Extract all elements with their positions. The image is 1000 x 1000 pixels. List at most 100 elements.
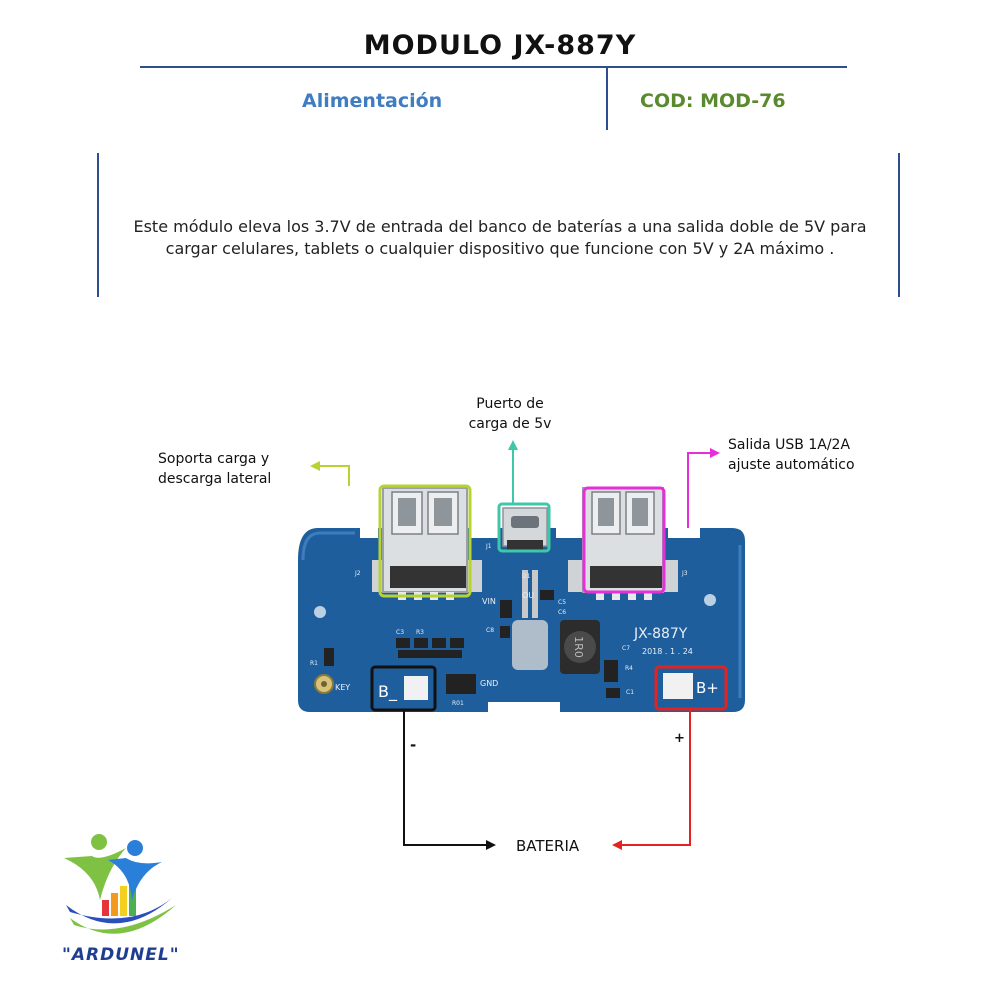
description-left-bar xyxy=(97,153,99,297)
logo-bar-3 xyxy=(120,886,127,916)
minus-sign: - xyxy=(410,736,416,754)
micro-usb-port xyxy=(502,507,548,550)
callout-charge-port-line2: carga de 5v xyxy=(468,416,552,432)
silk-d1: D1 xyxy=(522,573,531,580)
smd-part xyxy=(414,638,428,648)
pad xyxy=(612,592,620,600)
led-lead-1 xyxy=(522,570,528,618)
b-minus-label: B_ xyxy=(378,682,398,702)
silk-j2: J2 xyxy=(354,570,361,577)
callout-lateral-line2: descarga lateral xyxy=(158,471,272,487)
arrow-lateral xyxy=(318,465,350,486)
silk-r1: R1 xyxy=(310,660,318,667)
out-label: OU xyxy=(522,591,534,600)
battery-label: BATERIA xyxy=(516,837,580,855)
callout-arrows xyxy=(318,448,712,846)
logo-figure-green-head xyxy=(91,834,107,850)
micro-usb-opening xyxy=(511,516,539,528)
callout-lateral-line1: Soporta carga y xyxy=(158,451,270,467)
battery-pads: B_ B+ xyxy=(378,673,719,702)
silk-c1: C1 xyxy=(626,689,634,696)
highlight-charge-port xyxy=(497,502,551,553)
highlight-usb-output xyxy=(582,486,666,594)
silk-c3: C3 xyxy=(396,629,404,636)
logo-bar-2 xyxy=(111,893,118,916)
usb-port-left xyxy=(372,487,482,600)
product-code: COD: MOD-76 xyxy=(640,90,786,112)
smd-part xyxy=(324,648,334,666)
mount-hole-left xyxy=(314,606,326,618)
b-minus-pad xyxy=(404,676,428,700)
mount-hole-right xyxy=(704,594,716,606)
usb-right-tongue-1 xyxy=(598,498,614,526)
smd-part xyxy=(500,600,512,618)
header-separator xyxy=(606,68,608,130)
usb-left-pins xyxy=(390,566,466,588)
smd-part xyxy=(450,638,464,648)
logo-figure-blue-head xyxy=(127,840,143,856)
smd-components: 1R0 xyxy=(324,570,620,698)
arrowhead-battery-plus xyxy=(612,840,622,850)
usb-right-pins xyxy=(590,566,662,588)
gnd-label: GND xyxy=(480,679,498,688)
callout-usb-output-line1: Salida USB 1A/2A xyxy=(728,437,851,453)
pad xyxy=(628,592,636,600)
arrowhead-battery-minus xyxy=(486,840,496,850)
led-lens xyxy=(512,620,548,670)
smd-part xyxy=(604,660,618,682)
page-title: MODULO JX-887Y xyxy=(363,30,637,61)
silk-r3: R3 xyxy=(416,629,424,636)
silkscreen: JX-887Y 2018 . 1 . 24 KEY GND VIN OU J1 … xyxy=(310,543,693,707)
usb-left-tongue-1 xyxy=(398,498,416,526)
arrow-battery-minus xyxy=(403,710,488,846)
arrowhead-usb-output xyxy=(710,448,720,458)
b-plus-label: B+ xyxy=(696,679,719,697)
key-pad-center xyxy=(321,681,327,687)
micro-usb-pins xyxy=(507,540,543,550)
callout-charge-port-line1: Puerto de xyxy=(476,396,544,412)
logo-figure-green-body xyxy=(64,848,126,900)
smd-part xyxy=(446,674,476,694)
board-date: 2018 . 1 . 24 xyxy=(642,647,693,656)
silk-j1: J1 xyxy=(485,543,492,550)
callout-lateral: Soporta carga y descarga lateral xyxy=(158,449,271,489)
smd-part xyxy=(432,638,446,648)
arrowhead-charge-port xyxy=(508,440,518,450)
callout-usb-output: Salida USB 1A/2A ajuste automático xyxy=(728,435,855,475)
key-label: KEY xyxy=(335,683,350,692)
inductor-marking: 1R0 xyxy=(572,636,585,658)
plus-sign: + xyxy=(674,731,685,746)
vin-label: VIN xyxy=(482,597,496,606)
ardunel-logo: "ARDUNEL" xyxy=(62,834,180,965)
callout-usb-output-line2: ajuste automático xyxy=(728,457,855,473)
highlight-lateral-usb xyxy=(378,484,472,598)
category-label: Alimentación xyxy=(302,90,443,112)
b-plus-pad xyxy=(663,673,693,699)
logo-swoosh-green xyxy=(70,905,176,934)
title-underline xyxy=(140,66,847,68)
board-model: JX-887Y xyxy=(633,626,688,642)
arrow-battery-plus xyxy=(620,709,691,846)
pad xyxy=(644,592,652,600)
logo-swoosh-blue xyxy=(66,898,172,924)
usb-left-tongue-2 xyxy=(434,498,452,526)
silk-r01: R01 xyxy=(452,700,464,707)
smd-part xyxy=(540,590,554,600)
arrow-usb-output xyxy=(687,452,712,528)
pcb-edge-highlight xyxy=(301,531,742,698)
smd-part xyxy=(398,650,462,658)
smd-part xyxy=(396,638,410,648)
silk-c8: C8 xyxy=(486,627,494,634)
description-text: Este módulo eleva los 3.7V de entrada de… xyxy=(133,217,867,258)
callout-charge-port: Puerto de carga de 5v xyxy=(458,394,562,434)
logo-figure-blue-body xyxy=(108,858,162,900)
silk-c5: C5 xyxy=(558,599,566,606)
silk-j3: J3 xyxy=(681,570,688,577)
usb-port-right xyxy=(568,487,678,600)
led-lead-2 xyxy=(532,570,538,618)
description-right-bar xyxy=(898,153,900,297)
silk-c6: C6 xyxy=(558,609,566,616)
pad xyxy=(596,592,604,600)
logo-text: "ARDUNEL" xyxy=(62,945,180,965)
